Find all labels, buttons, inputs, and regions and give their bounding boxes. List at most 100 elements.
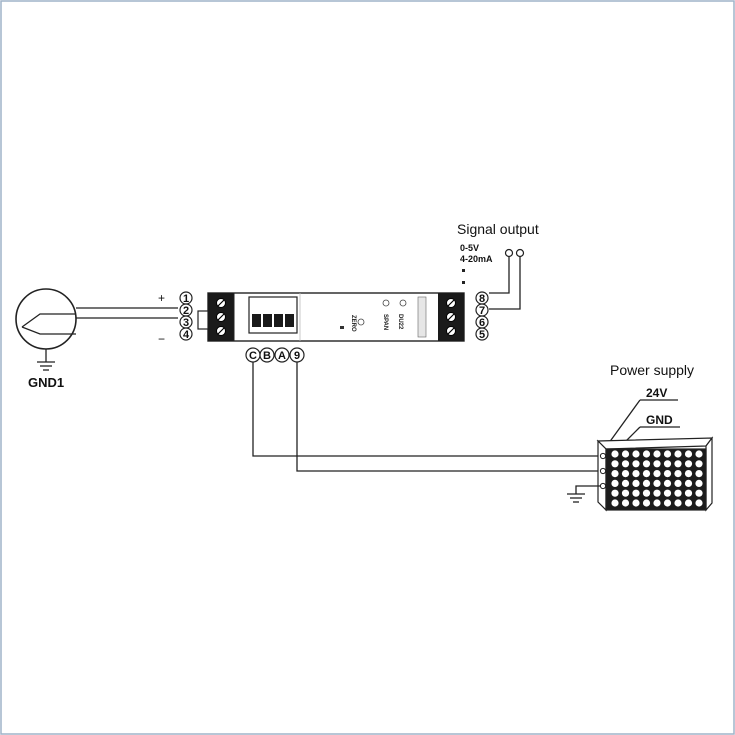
output-current-label: 4-20mA: [460, 254, 493, 264]
vent-hole: [695, 470, 703, 478]
signal-output: Signal output 0-5V 4-20mA: [457, 221, 539, 310]
sensor-probe-bottom: [21, 326, 76, 335]
vent-hole: [642, 450, 651, 458]
module-side-tab: [197, 310, 209, 330]
psu-ground-lead: [575, 485, 600, 494]
vent-hole: [695, 499, 703, 507]
signal-output-label: Signal output: [457, 221, 539, 237]
terminal-4: 4: [179, 327, 193, 341]
terminal-3: 3: [179, 315, 193, 329]
model-trim-icon: [399, 299, 407, 307]
vent-hole: [642, 489, 651, 497]
vent-hole: [632, 470, 640, 478]
svg-text:5: 5: [479, 329, 485, 341]
psu-vent-grid: [611, 450, 703, 507]
vent-hole: [684, 499, 693, 507]
vent-hole: [663, 460, 672, 468]
power-supply-label: Power supply: [610, 362, 694, 378]
svg-text:A: A: [278, 350, 286, 362]
vent-hole: [611, 499, 619, 507]
svg-text:9: 9: [294, 350, 300, 362]
zero-trim-icon: [357, 318, 365, 326]
vent-hole: [684, 470, 693, 478]
sensor-circle: [15, 288, 77, 350]
plus-sign: +: [158, 291, 165, 305]
svg-text:3: 3: [183, 317, 189, 329]
vent-hole: [663, 499, 672, 507]
connector-pin: [274, 314, 283, 327]
terminal-5: 5: [475, 327, 489, 341]
psu-terminal: [599, 467, 607, 475]
minus-sign: −: [158, 332, 165, 346]
vent-hole: [684, 450, 693, 458]
terminal-8: 8: [475, 291, 489, 305]
vent-hole: [684, 460, 693, 468]
vent-hole: [684, 479, 693, 487]
wire-terminal-c: [252, 362, 600, 457]
vent-hole: [621, 450, 630, 458]
left-terminal-numbers: 1 2 3 4: [179, 291, 193, 341]
vent-hole: [695, 460, 703, 468]
vent-hole: [663, 479, 672, 487]
vent-hole: [653, 479, 661, 487]
svg-text:7: 7: [479, 305, 485, 317]
transmitter-module: ZERO SPAN DU22: [197, 292, 465, 342]
vent-hole: [621, 489, 630, 497]
vent-hole: [632, 479, 640, 487]
vent-hole: [684, 489, 693, 497]
vent-hole: [663, 489, 672, 497]
terminal-6: 6: [475, 315, 489, 329]
svg-text:C: C: [249, 350, 257, 362]
bottom-terminals: C B A 9: [245, 347, 305, 363]
terminal-c: C: [245, 347, 261, 363]
gnd1-label: GND1: [28, 375, 64, 390]
connector-pin: [252, 314, 261, 327]
vent-hole: [695, 489, 703, 497]
sensor-probe-top: [21, 313, 76, 328]
vent-hole: [642, 470, 651, 478]
sensor: GND1: [15, 288, 77, 390]
output-terminal-a: [504, 248, 514, 258]
vent-hole: [621, 499, 630, 507]
terminal-2: 2: [179, 303, 193, 317]
vent-hole: [674, 460, 682, 468]
power-supply: Power supply 24V GND: [567, 362, 714, 512]
vent-hole: [674, 499, 682, 507]
psu-terminal: [599, 482, 607, 490]
vent-hole: [663, 470, 672, 478]
vent-hole: [632, 460, 640, 468]
terminal-1: 1: [179, 291, 193, 305]
svg-text:1: 1: [183, 293, 189, 305]
leader-24v: [605, 399, 641, 448]
svg-text:8: 8: [479, 293, 485, 305]
psu-top: [596, 437, 714, 450]
svg-text:2: 2: [183, 305, 189, 317]
vent-hole: [632, 499, 640, 507]
svg-text:6: 6: [479, 317, 485, 329]
vent-hole: [642, 460, 651, 468]
vent-hole: [674, 450, 682, 458]
vent-hole: [674, 489, 682, 497]
v24-label: 24V: [646, 386, 667, 400]
module-stripe: [417, 296, 427, 338]
vent-hole: [674, 479, 682, 487]
span-label: SPAN: [382, 314, 388, 330]
gnd-label: GND: [646, 413, 673, 427]
vent-hole: [621, 460, 630, 468]
svg-text:4: 4: [183, 329, 190, 341]
vent-hole: [642, 479, 651, 487]
psu-left: [597, 439, 607, 512]
terminal-9: 9: [289, 347, 305, 363]
terminal-a: A: [274, 347, 290, 363]
vent-hole: [695, 450, 703, 458]
vent-hole: [621, 470, 630, 478]
vent-hole: [653, 450, 661, 458]
vent-hole: [632, 450, 640, 458]
wire-terminal-8: [489, 256, 510, 294]
vent-hole: [611, 489, 619, 497]
svg-text:B: B: [263, 350, 271, 362]
span-trim-icon: [382, 299, 390, 307]
